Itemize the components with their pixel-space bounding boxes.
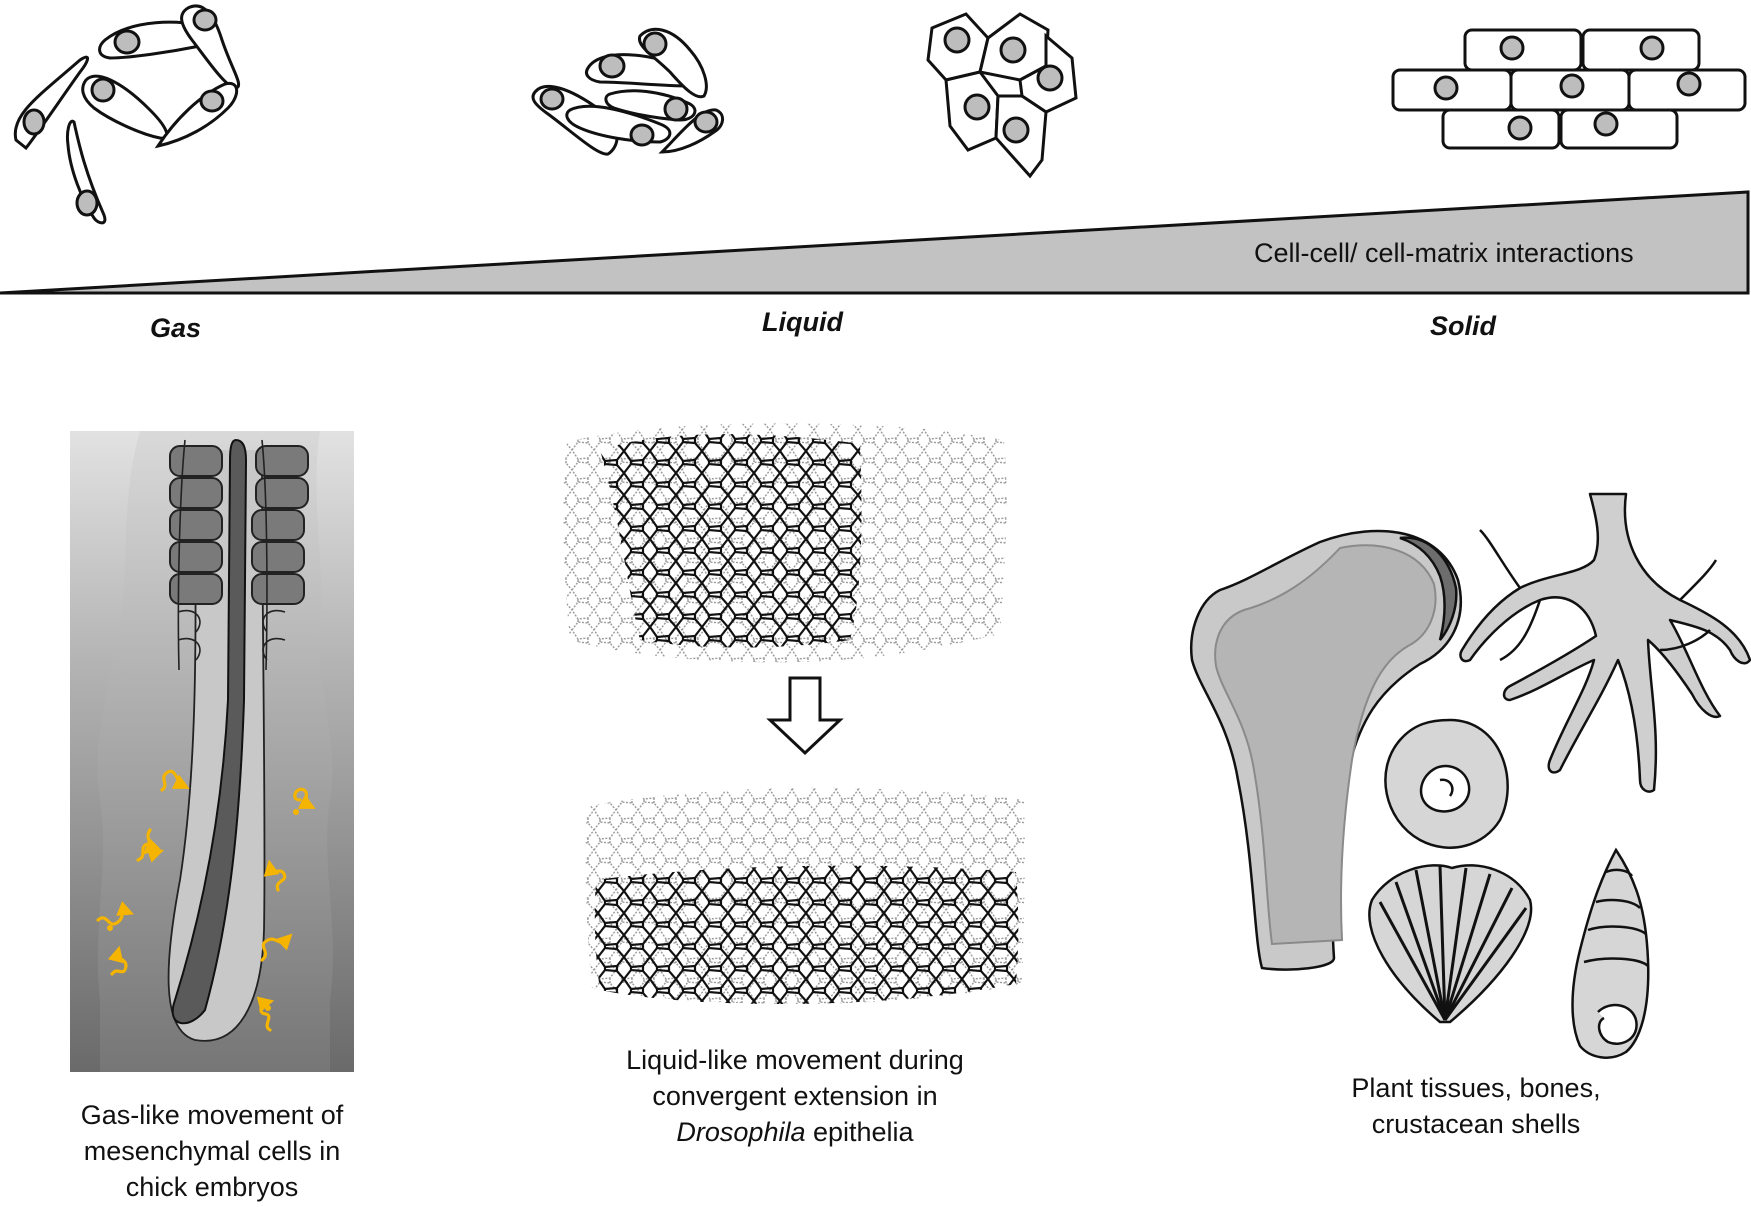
cone-shell-icon [1571, 847, 1650, 1059]
interaction-gradient-wedge [0, 190, 1750, 295]
drosophila-italic: Drosophila [676, 1117, 806, 1147]
chick-embryo-icon [70, 431, 354, 1072]
gas-caption-line-1: Gas-like movement of [80, 1100, 344, 1130]
solid-caption: Plant tissues, bones, crustacean shells [1286, 1070, 1666, 1142]
aggregate-cells-icon [531, 27, 724, 156]
scallop-shell-icon [1368, 864, 1533, 1024]
drosophila-epithelium-before-icon [563, 423, 1007, 663]
solid-caption-line-2: crustacean shells [1371, 1109, 1581, 1139]
gradient-label: Cell-cell/ cell-matrix interactions [1254, 238, 1634, 268]
liquid-caption-line-1: Liquid-like movement during [626, 1045, 964, 1075]
state-liquid-label: Liquid [762, 307, 843, 337]
down-arrow-icon [766, 676, 844, 756]
drosophila-epithelium-after-icon [585, 787, 1025, 1004]
plant-root-icon [1459, 492, 1751, 793]
brick-cells-icon [1391, 28, 1747, 150]
gas-caption-line-2: mesenchymal cells in [83, 1136, 341, 1166]
state-solid-label: Solid [1430, 311, 1496, 341]
liquid-caption: Liquid-like movement during convergent e… [570, 1042, 1020, 1150]
solid-caption-line-1: Plant tissues, bones, [1351, 1073, 1601, 1103]
gas-caption: Gas-like movement of mesenchymal cells i… [40, 1097, 384, 1205]
liquid-caption-tail: epithelia [805, 1117, 914, 1147]
gas-caption-line-3: chick embryos [125, 1172, 299, 1202]
spiral-shell-icon [1384, 718, 1509, 849]
femur-bone-icon [1190, 529, 1463, 971]
mesenchymal-cells-icon [13, 4, 241, 225]
epithelial-cells-icon [926, 12, 1078, 179]
liquid-caption-line-3: Drosophila epithelia [570, 1114, 1020, 1150]
state-gas-label: Gas [150, 313, 202, 343]
liquid-caption-line-2: convergent extension in [652, 1081, 938, 1111]
